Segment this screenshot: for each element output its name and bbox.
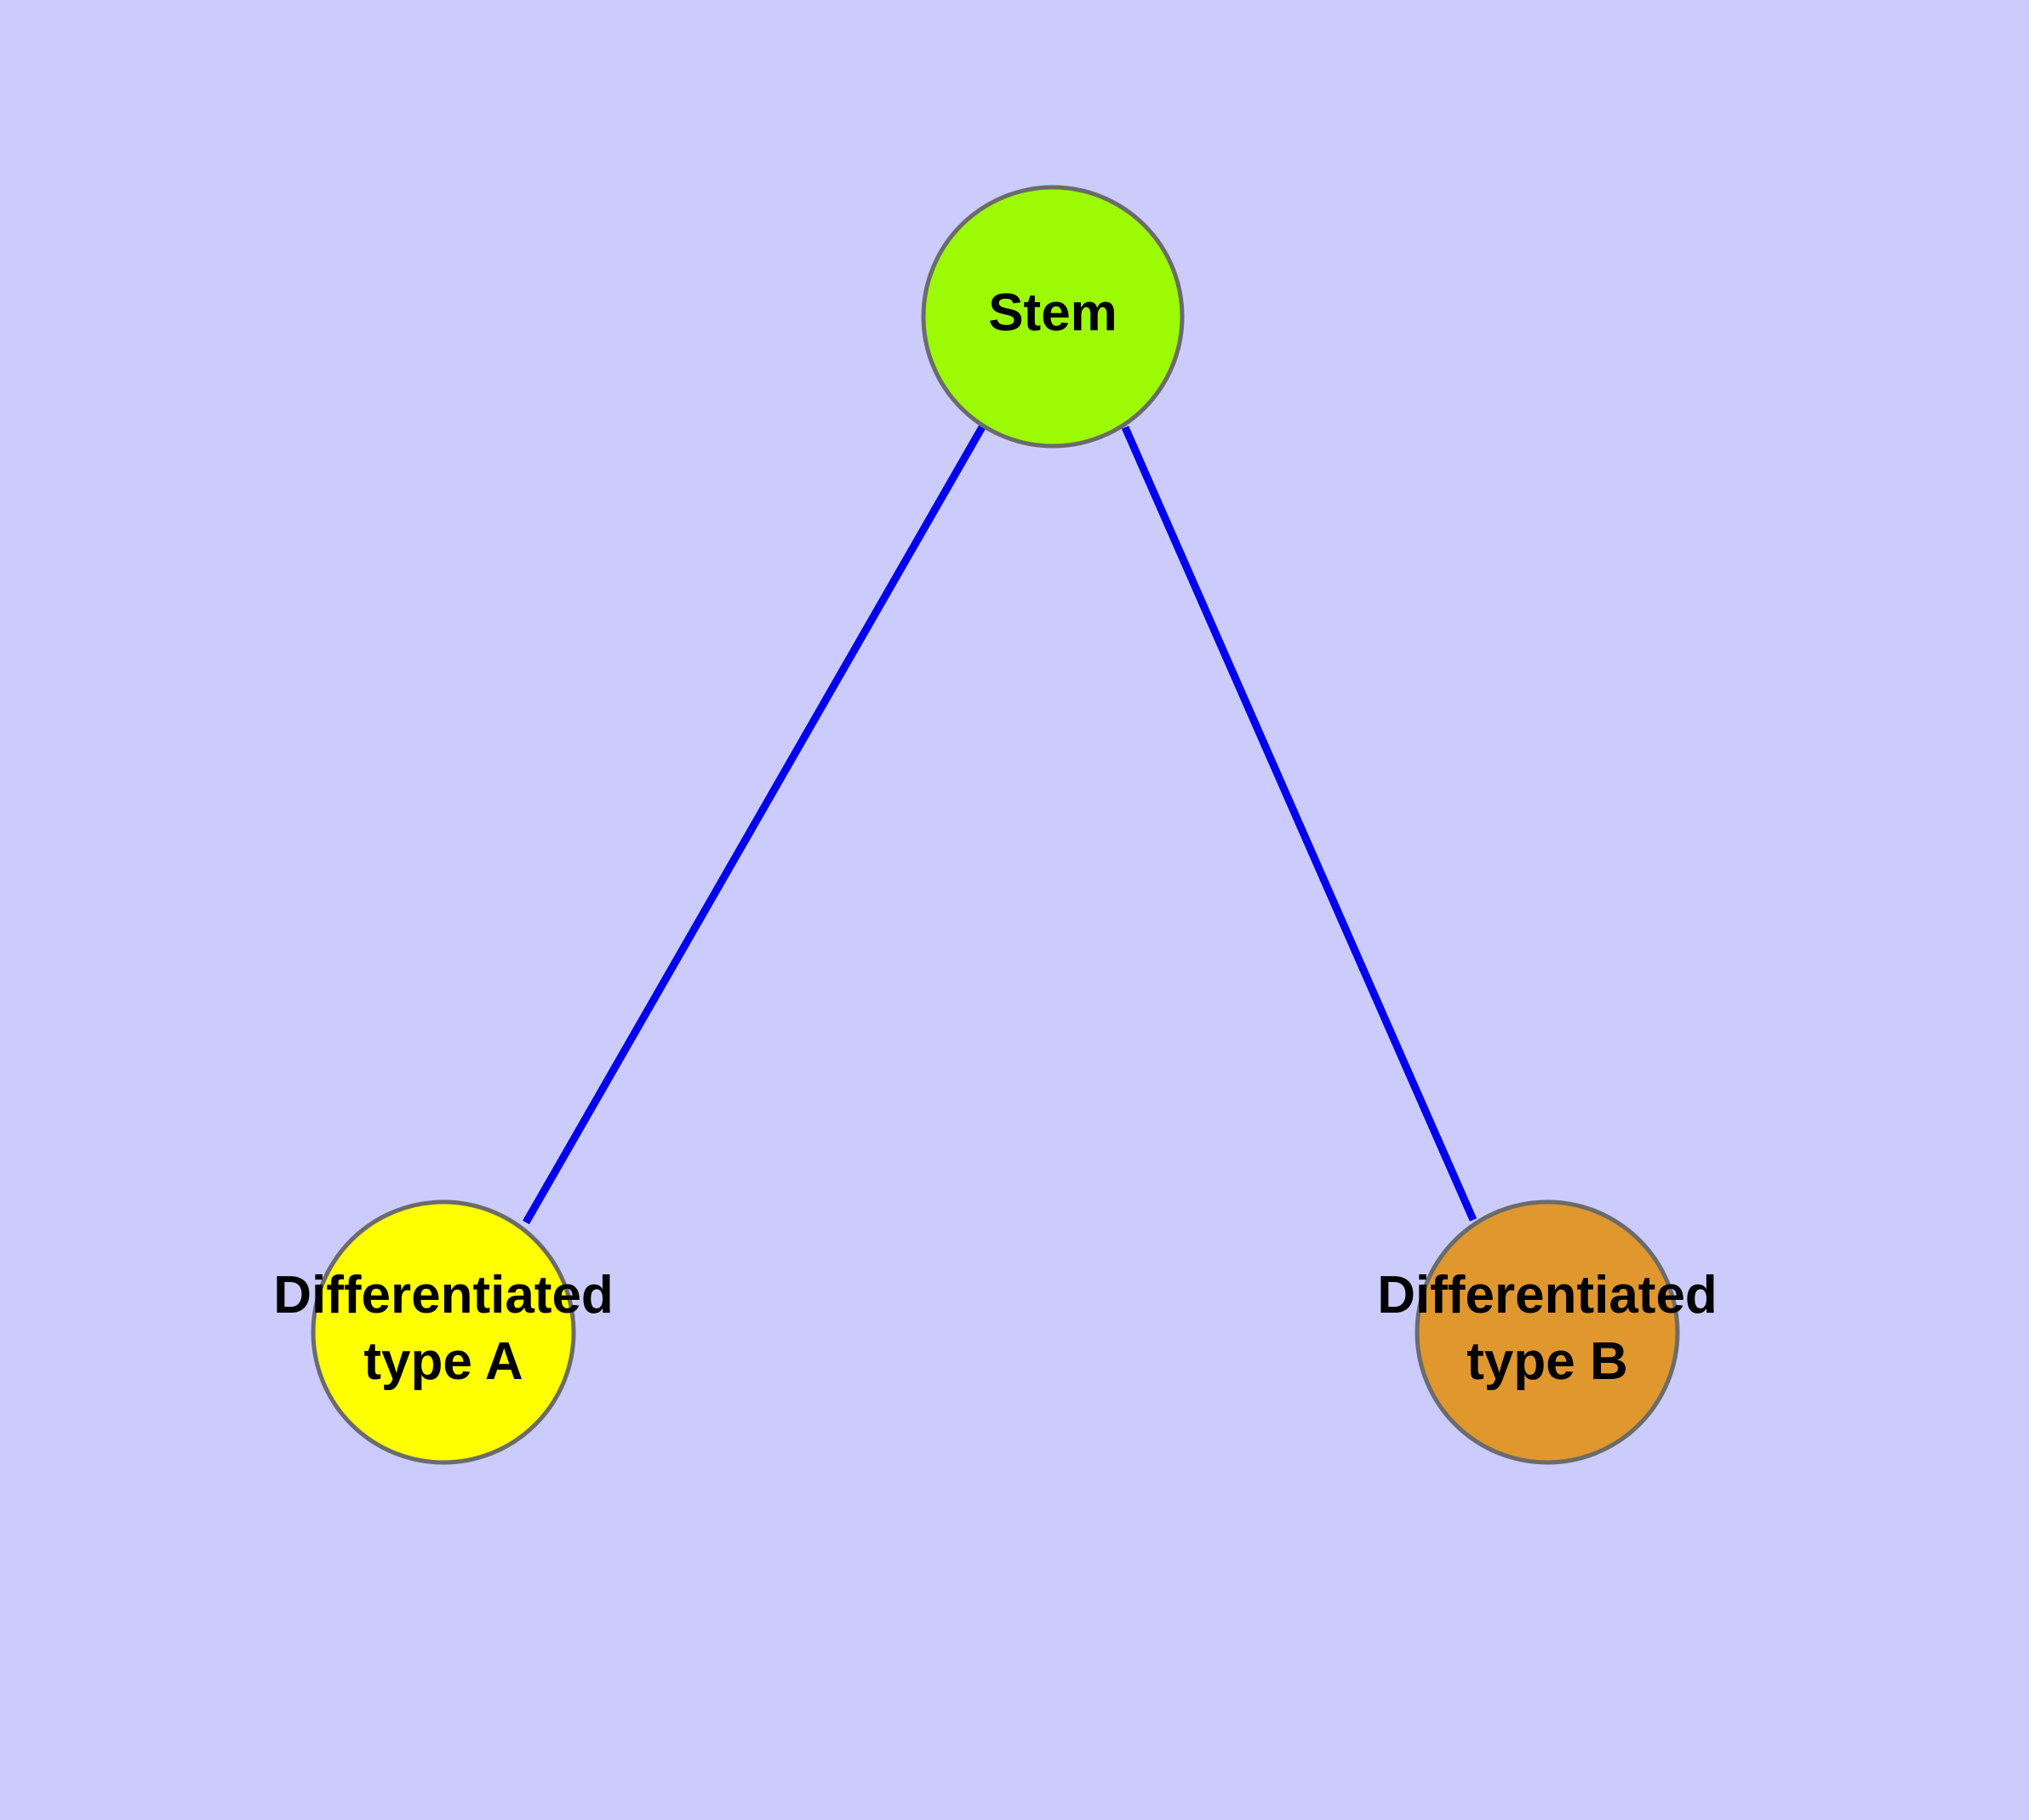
- graph-node-label-diff-a: Differentiated type A: [273, 1266, 614, 1391]
- graph-node-label-line: Differentiated: [1377, 1266, 1718, 1325]
- graph-node-label-line: Stem: [988, 283, 1117, 342]
- graph-node-label-line: type A: [363, 1332, 523, 1391]
- graph-node-label-line: type B: [1466, 1332, 1627, 1391]
- edges-layer: [523, 423, 1477, 1225]
- graph-node-diff-a[interactable]: [311, 1199, 576, 1465]
- graph-node-diff-b[interactable]: [1415, 1199, 1680, 1465]
- graph-node-label-diff-b: Differentiated type B: [1377, 1266, 1718, 1391]
- graph-node-stem[interactable]: [921, 185, 1185, 449]
- graph-edge-stem-to-diff-a[interactable]: [523, 423, 986, 1225]
- nodes-layer: [311, 185, 1680, 1465]
- graph-node-label-line: Differentiated: [273, 1266, 614, 1325]
- graph-edge-stem-to-diff-b[interactable]: [1121, 426, 1477, 1222]
- graph-node-label-stem: Stem: [988, 283, 1117, 342]
